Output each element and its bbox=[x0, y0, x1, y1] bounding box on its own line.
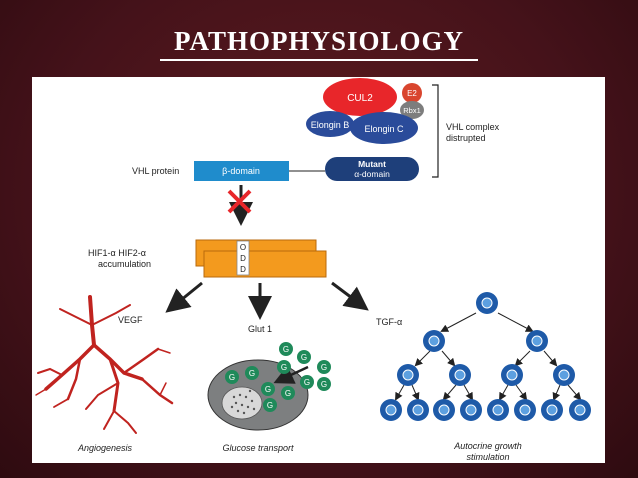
cell bbox=[380, 399, 402, 421]
svg-text:G: G bbox=[304, 378, 310, 387]
slide-title: PATHOPHYSIOLOGY bbox=[173, 26, 465, 56]
cell bbox=[514, 399, 536, 421]
glucose-molecule: G bbox=[281, 386, 295, 400]
alpha-domain-label: α-domain bbox=[354, 169, 390, 179]
cell bbox=[487, 399, 509, 421]
cell-nucleus bbox=[221, 386, 263, 420]
cell bbox=[476, 292, 498, 314]
elongin-b-label: Elongin B bbox=[311, 120, 350, 130]
cell bbox=[407, 399, 429, 421]
arrow-to-vegf bbox=[165, 281, 203, 313]
svg-text:G: G bbox=[267, 401, 273, 410]
svg-text:G: G bbox=[249, 369, 255, 378]
title-underline bbox=[160, 59, 478, 61]
autocrine-caption-line2: stimulation bbox=[466, 452, 509, 462]
pathophysiology-diagram: CUL2 E2 Rbx1 Elongin B Elongin C VHL com… bbox=[35, 78, 591, 462]
cross-icon bbox=[227, 189, 252, 214]
cell bbox=[501, 364, 523, 386]
complex-label-line1: VHL complex bbox=[446, 122, 500, 132]
beta-domain-label: β-domain bbox=[222, 166, 260, 176]
svg-text:G: G bbox=[301, 353, 307, 362]
rbx1-label: Rbx1 bbox=[403, 106, 421, 115]
svg-text:G: G bbox=[229, 373, 235, 382]
cell bbox=[460, 399, 482, 421]
cul2-protein bbox=[323, 78, 397, 116]
glucose-molecule: G bbox=[261, 382, 275, 396]
nucleus-texture bbox=[230, 389, 256, 415]
cell bbox=[541, 399, 563, 421]
hif-label-line1: HIF1-α HIF2-α bbox=[88, 248, 146, 258]
beta-domain bbox=[194, 161, 289, 181]
odd-letter-o: O bbox=[240, 243, 246, 252]
glucose-molecule: G bbox=[245, 366, 259, 380]
cul2-label: CUL2 bbox=[347, 93, 373, 104]
hif2-alpha-bar bbox=[203, 250, 327, 278]
tgf-label: TGF-α bbox=[376, 317, 402, 327]
hif-label-line2: accumulation bbox=[98, 259, 151, 269]
angiogenesis-caption: Angiogenesis bbox=[77, 443, 133, 453]
odd-letter-d1: D bbox=[240, 254, 246, 263]
glucose-molecule: G bbox=[263, 398, 277, 412]
glut1-label: Glut 1 bbox=[248, 324, 272, 334]
mutant-label: Mutant bbox=[358, 159, 386, 169]
glucose-molecule: G bbox=[279, 342, 293, 356]
glucose-entry-arrow bbox=[273, 365, 309, 384]
e2-label: E2 bbox=[407, 89, 417, 98]
diagram-panel: CUL2 E2 Rbx1 Elongin B Elongin C VHL com… bbox=[32, 77, 605, 463]
vhl-protein-label: VHL protein bbox=[132, 166, 179, 176]
svg-text:G: G bbox=[265, 385, 271, 394]
cell bbox=[449, 364, 471, 386]
svg-text:G: G bbox=[321, 380, 327, 389]
glucose-transport-caption: Glucose transport bbox=[222, 443, 294, 453]
arrow-to-tgf bbox=[331, 281, 369, 311]
glucose-molecule: G bbox=[300, 375, 314, 389]
cell bbox=[553, 364, 575, 386]
elongin-b-protein bbox=[306, 111, 354, 137]
autocrine-caption-line1: Autocrine growth bbox=[453, 441, 522, 451]
odd-box bbox=[236, 240, 250, 276]
elongin-c-label: Elongin C bbox=[364, 124, 404, 134]
glucose-molecule: G bbox=[277, 360, 291, 374]
svg-text:G: G bbox=[283, 345, 289, 354]
rbx1-protein bbox=[400, 101, 424, 119]
mutant-alpha-domain bbox=[325, 157, 419, 181]
cell bbox=[423, 330, 445, 352]
svg-text:G: G bbox=[321, 363, 327, 372]
glucose-molecule: G bbox=[317, 360, 331, 374]
cell bbox=[397, 364, 419, 386]
elongin-c-protein bbox=[350, 112, 418, 144]
dividing-cells bbox=[380, 292, 591, 421]
cell bbox=[433, 399, 455, 421]
odd-letter-d2: D bbox=[240, 265, 246, 274]
glucose-molecule: G bbox=[317, 377, 331, 391]
svg-text:G: G bbox=[281, 363, 287, 372]
glucose-molecule: G bbox=[225, 370, 239, 384]
complex-label-line2: distrupted bbox=[446, 133, 486, 143]
glucose-molecule: G bbox=[297, 350, 311, 364]
complex-bracket bbox=[432, 84, 439, 178]
vhl-complex: CUL2 E2 Rbx1 Elongin B Elongin C bbox=[306, 78, 424, 144]
cell-tree-arrows bbox=[395, 312, 582, 401]
cell bbox=[569, 399, 591, 421]
cell bbox=[526, 330, 548, 352]
vegf-label: VEGF bbox=[118, 315, 143, 325]
svg-text:G: G bbox=[285, 389, 291, 398]
glucose-molecules: G G G G G G G G G G G bbox=[225, 342, 331, 412]
blood-vessel-branches bbox=[35, 295, 174, 434]
e2-protein bbox=[402, 83, 422, 103]
